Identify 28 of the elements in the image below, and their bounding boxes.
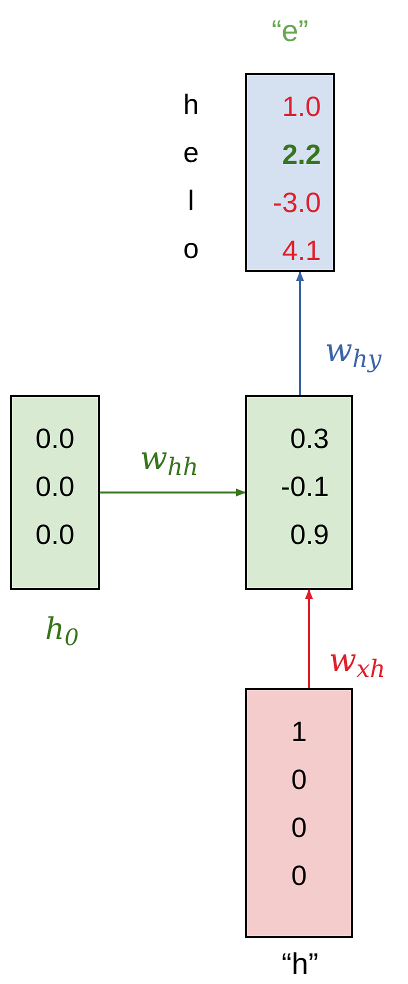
- vector-box: [10, 395, 100, 590]
- vector-value: 0.0: [34, 470, 76, 504]
- vector-value: 0.9: [289, 518, 329, 552]
- vector-box: [245, 73, 335, 272]
- vector-caption: h$_{0}$: [45, 611, 79, 650]
- vector-box: [245, 395, 353, 590]
- vector-caption: “h”: [282, 947, 318, 983]
- vector-value: -0.1: [280, 470, 329, 504]
- vector-value: 0.3: [289, 422, 329, 456]
- vector-value: 0: [290, 811, 308, 845]
- vector-box: [245, 688, 353, 938]
- vector-value: 0: [290, 859, 308, 893]
- arrow: [305, 589, 313, 688]
- vector-value: 0.0: [34, 422, 76, 456]
- row-letter: l: [186, 184, 196, 218]
- arrow: [100, 488, 246, 496]
- row-letter: e: [182, 136, 200, 170]
- vector-value: -3.0: [272, 186, 321, 220]
- vector-value: 0.0: [34, 518, 76, 552]
- vector-value: 2.2: [281, 138, 321, 172]
- vector-value: 4.1: [281, 234, 321, 268]
- row-letter: h: [182, 88, 200, 122]
- vector-caption: “e”: [272, 14, 308, 50]
- vector-value: 1.0: [281, 90, 321, 124]
- row-letter: o: [182, 232, 200, 266]
- vector-value: 0: [290, 763, 308, 797]
- vector-value: 1: [290, 715, 308, 749]
- arrow: [296, 271, 304, 395]
